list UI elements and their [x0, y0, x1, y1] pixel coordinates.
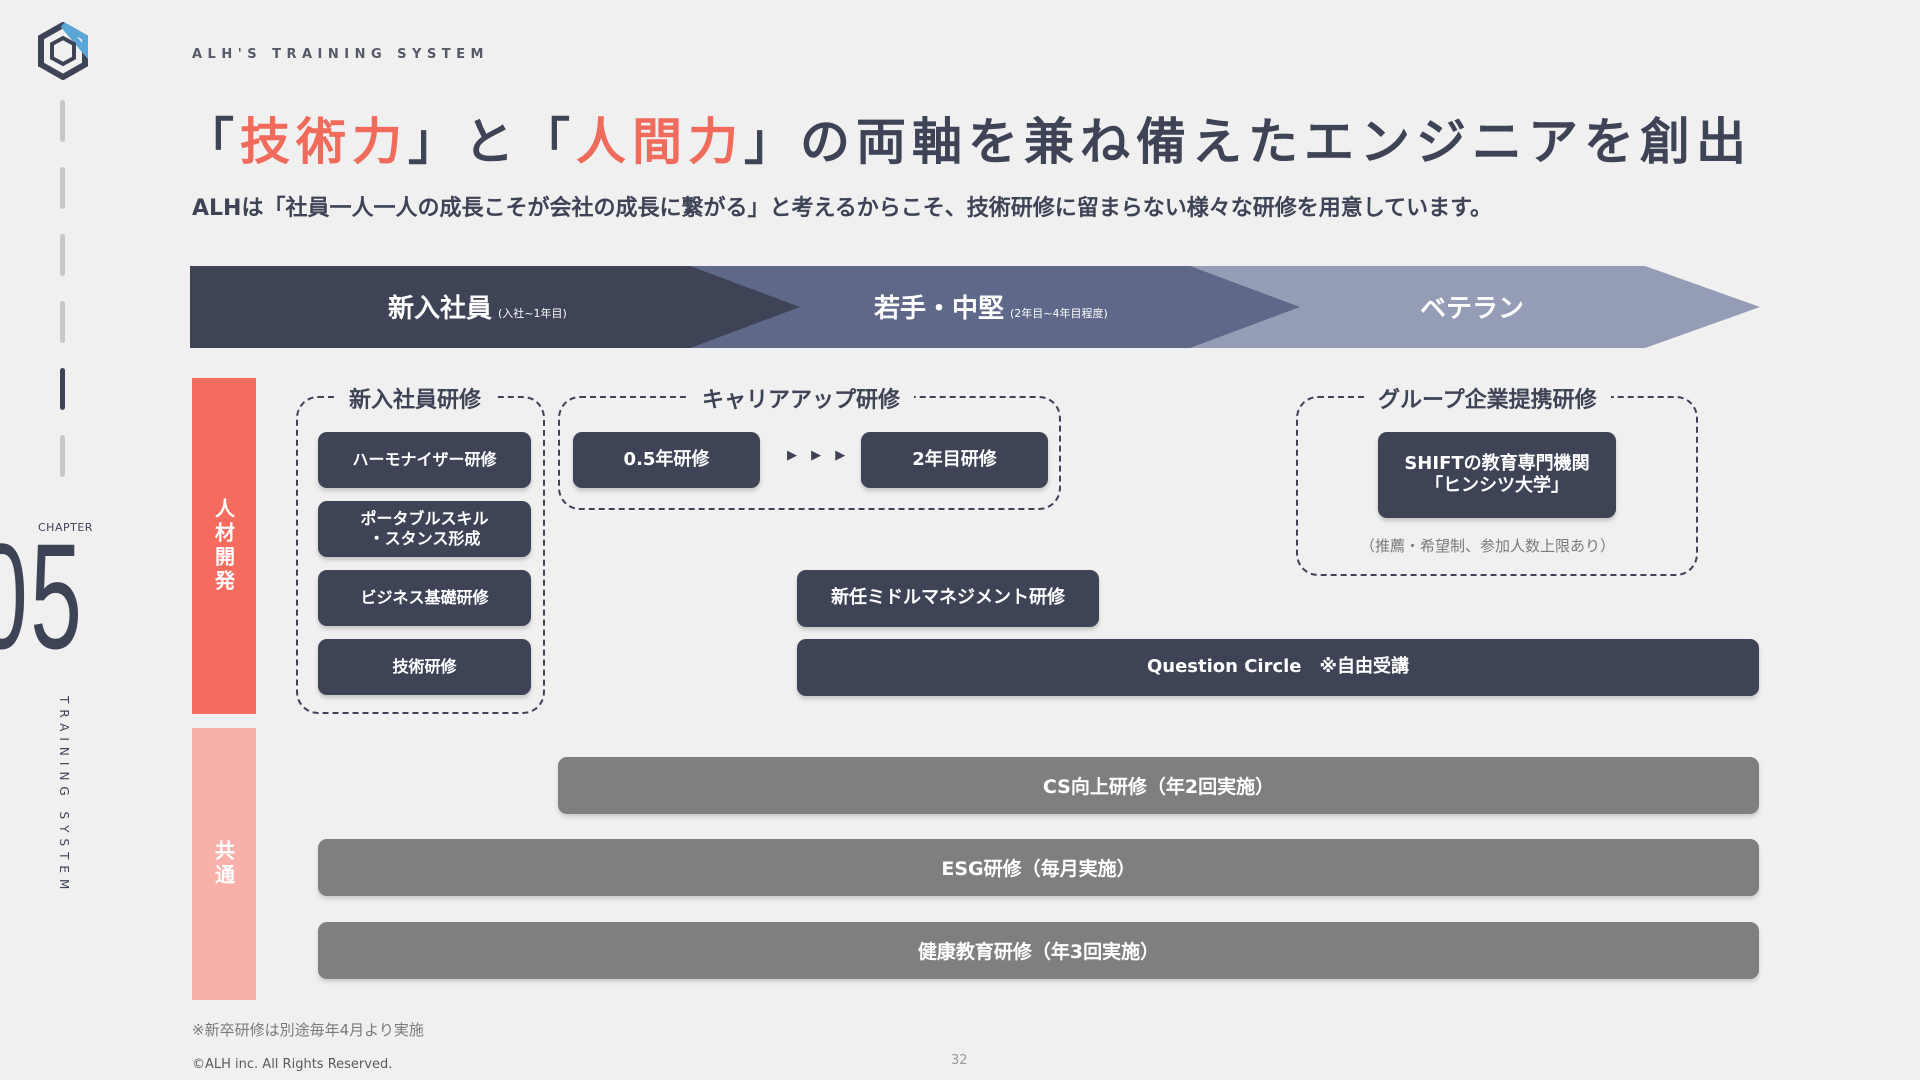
training-health-education: 健康教育研修（年3回実施）: [318, 922, 1759, 979]
footnote: ※新卒研修は別途毎年4月より実施: [192, 1021, 424, 1039]
partner-training-note: （推薦・希望制、参加人数上限あり）: [1360, 537, 1616, 555]
stage-label-veteran: ベテラン: [1420, 294, 1525, 324]
stage-label-new-hire: 新入社員(入社~1年目): [388, 294, 567, 324]
training-half-year: 0.5年研修: [573, 432, 760, 488]
progress-dash-4: [60, 301, 65, 343]
chapter-number: 05: [0, 528, 85, 668]
training-business-basics: ビジネス基礎研修: [318, 570, 531, 626]
progress-dash-2: [60, 167, 65, 209]
training-harmonizer: ハーモナイザー研修: [318, 432, 531, 488]
training-technical: 技術研修: [318, 639, 531, 695]
category-bar-development: 人材開発: [192, 378, 256, 714]
progress-dash-5-active: [60, 368, 65, 410]
copyright: ©ALH inc. All Rights Reserved.: [192, 1057, 393, 1072]
training-question-circle: Question Circle ※自由受講: [797, 639, 1759, 696]
training-cs-improvement: CS向上研修（年2回実施）: [558, 757, 1759, 814]
training-second-year: 2年目研修: [861, 432, 1048, 488]
group-title-career-up: キャリアアップ研修: [688, 382, 915, 414]
training-middle-management: 新任ミドルマネジメント研修: [797, 570, 1099, 627]
company-logo: [38, 22, 88, 80]
progress-dash-6: [60, 435, 65, 477]
progress-dash-1: [60, 100, 65, 142]
training-esg: ESG研修（毎月実施）: [318, 839, 1759, 896]
chapter-label: CHAPTER: [38, 521, 93, 534]
page-number: 32: [951, 1053, 968, 1068]
category-bar-common: 共通: [192, 728, 256, 1000]
training-portable-skill: ポータブルスキル ・スタンス形成: [318, 501, 531, 557]
progression-arrows: ▶ ▶ ▶: [787, 448, 851, 463]
headline-accent-tech: 技術力: [240, 113, 408, 171]
career-stage-band: [190, 266, 1760, 348]
training-hinshitsu-university: SHIFTの教育専門機関 「ヒンシツ大学」: [1378, 432, 1616, 518]
progress-dash-3: [60, 234, 65, 276]
page-subtitle: ALHは「社員一人一人の成長こそが会社の成長に繋がる」と考えるからこそ、技術研修…: [192, 196, 1492, 221]
stage-label-junior-mid: 若手・中堅(2年目~4年目程度): [874, 294, 1108, 324]
vertical-section-title: TRAINING SYSTEM: [57, 696, 71, 896]
headline-accent-human: 人間力: [576, 113, 744, 171]
stage-arrow-new-hire: [190, 266, 800, 348]
group-title-new-hire: 新入社員研修: [335, 382, 496, 414]
group-title-partner: グループ企業提携研修: [1364, 382, 1611, 414]
eyebrow-title: ALH'S TRAINING SYSTEM: [192, 47, 489, 62]
page-headline: 「技術力」と「人間力」の両軸を兼ね備えたエンジニアを創出: [184, 113, 1752, 171]
